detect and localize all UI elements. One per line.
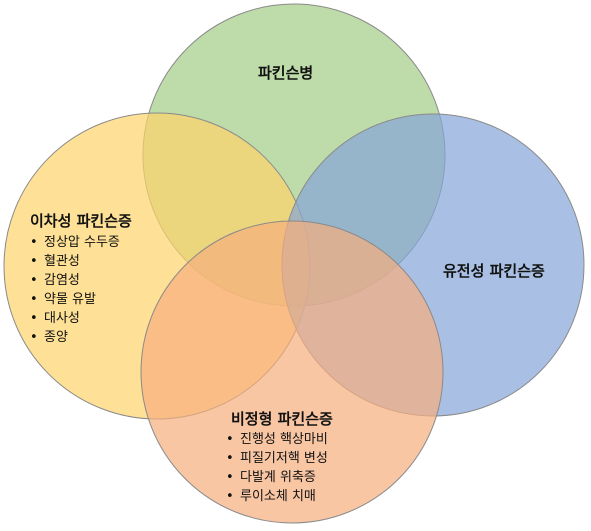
list-item: 진행성 핵상마비 — [226, 430, 328, 449]
atypical-parkinsonism-title: 비정형 파킨슨증 — [231, 410, 333, 428]
list-item: 정상압 수두증 — [30, 233, 120, 252]
list-item: 대사성 — [30, 309, 120, 328]
list-item: 피질기저핵 변성 — [226, 449, 328, 468]
hereditary-parkinsonism-title: 유전성 파킨슨증 — [443, 262, 545, 280]
list-item: 루이소체 치매 — [226, 487, 328, 506]
list-item: 종양 — [30, 328, 120, 347]
list-item: 다발계 위축증 — [226, 468, 328, 487]
parkinsons-disease-title: 파킨슨병 — [258, 64, 314, 82]
atypical-parkinsonism-circle — [140, 220, 444, 524]
list-item: 약물 유발 — [30, 290, 120, 309]
list-item: 혈관성 — [30, 252, 120, 271]
secondary-parkinsonism-list: 정상압 수두증 혈관성 감염성 약물 유발 대사성 종양 — [30, 233, 120, 347]
list-item: 감염성 — [30, 271, 120, 290]
atypical-parkinsonism-list: 진행성 핵상마비 피질기저핵 변성 다발계 위축증 루이소체 치매 — [226, 430, 328, 506]
secondary-parkinsonism-title: 이차성 파킨슨증 — [30, 212, 132, 230]
